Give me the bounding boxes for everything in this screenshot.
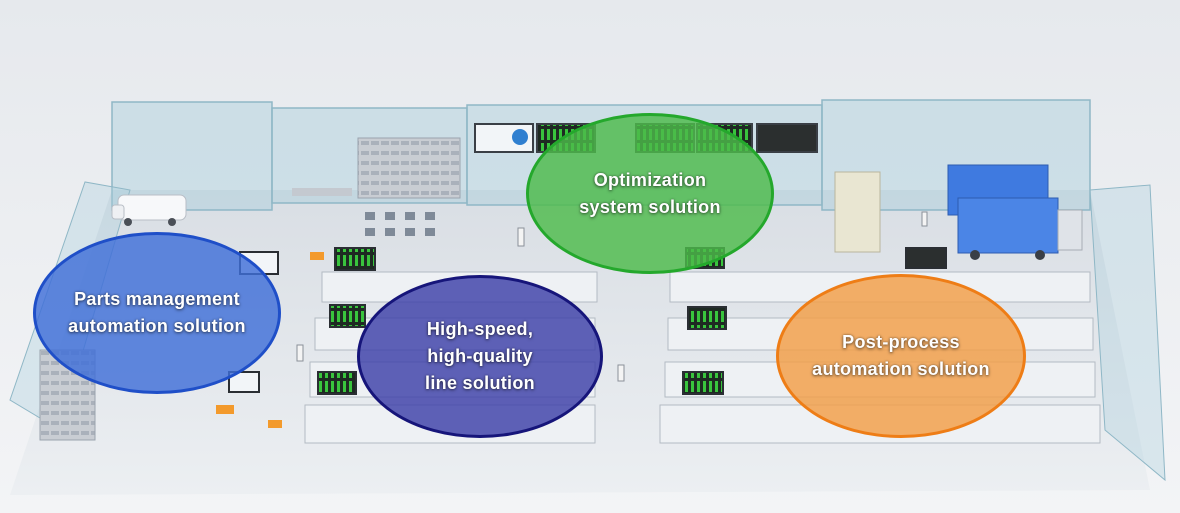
high-speed-line-solution-ellipse[interactable]: High-speed, high-quality line solution: [357, 275, 603, 438]
post-process-solution-ellipse[interactable]: Post-process automation solution: [776, 274, 1026, 438]
post-process-solution-label: Post-process automation solution: [812, 332, 990, 379]
trucks: [947, 164, 1083, 260]
pie-chart-icon: [512, 129, 528, 145]
workers: [296, 211, 928, 382]
high-speed-line-solution-label: High-speed, high-quality line solution: [425, 319, 535, 393]
conveyor: [292, 188, 352, 196]
agv-robots: [216, 252, 324, 428]
back-glass-walls: [111, 99, 1091, 211]
optimization-solution-label: Optimization system solution: [579, 169, 721, 217]
pallet-boxes: [834, 171, 881, 253]
van: [111, 194, 187, 226]
right-glass-wall: [1089, 184, 1166, 482]
workbench-grid: [365, 212, 435, 236]
parts-management-solution-ellipse[interactable]: Parts management automation solution: [33, 232, 281, 394]
parts-management-solution-label: Parts management automation solution: [68, 289, 246, 336]
storage-rack: [357, 137, 461, 199]
optimization-solution-ellipse[interactable]: Optimization system solution: [526, 113, 774, 274]
